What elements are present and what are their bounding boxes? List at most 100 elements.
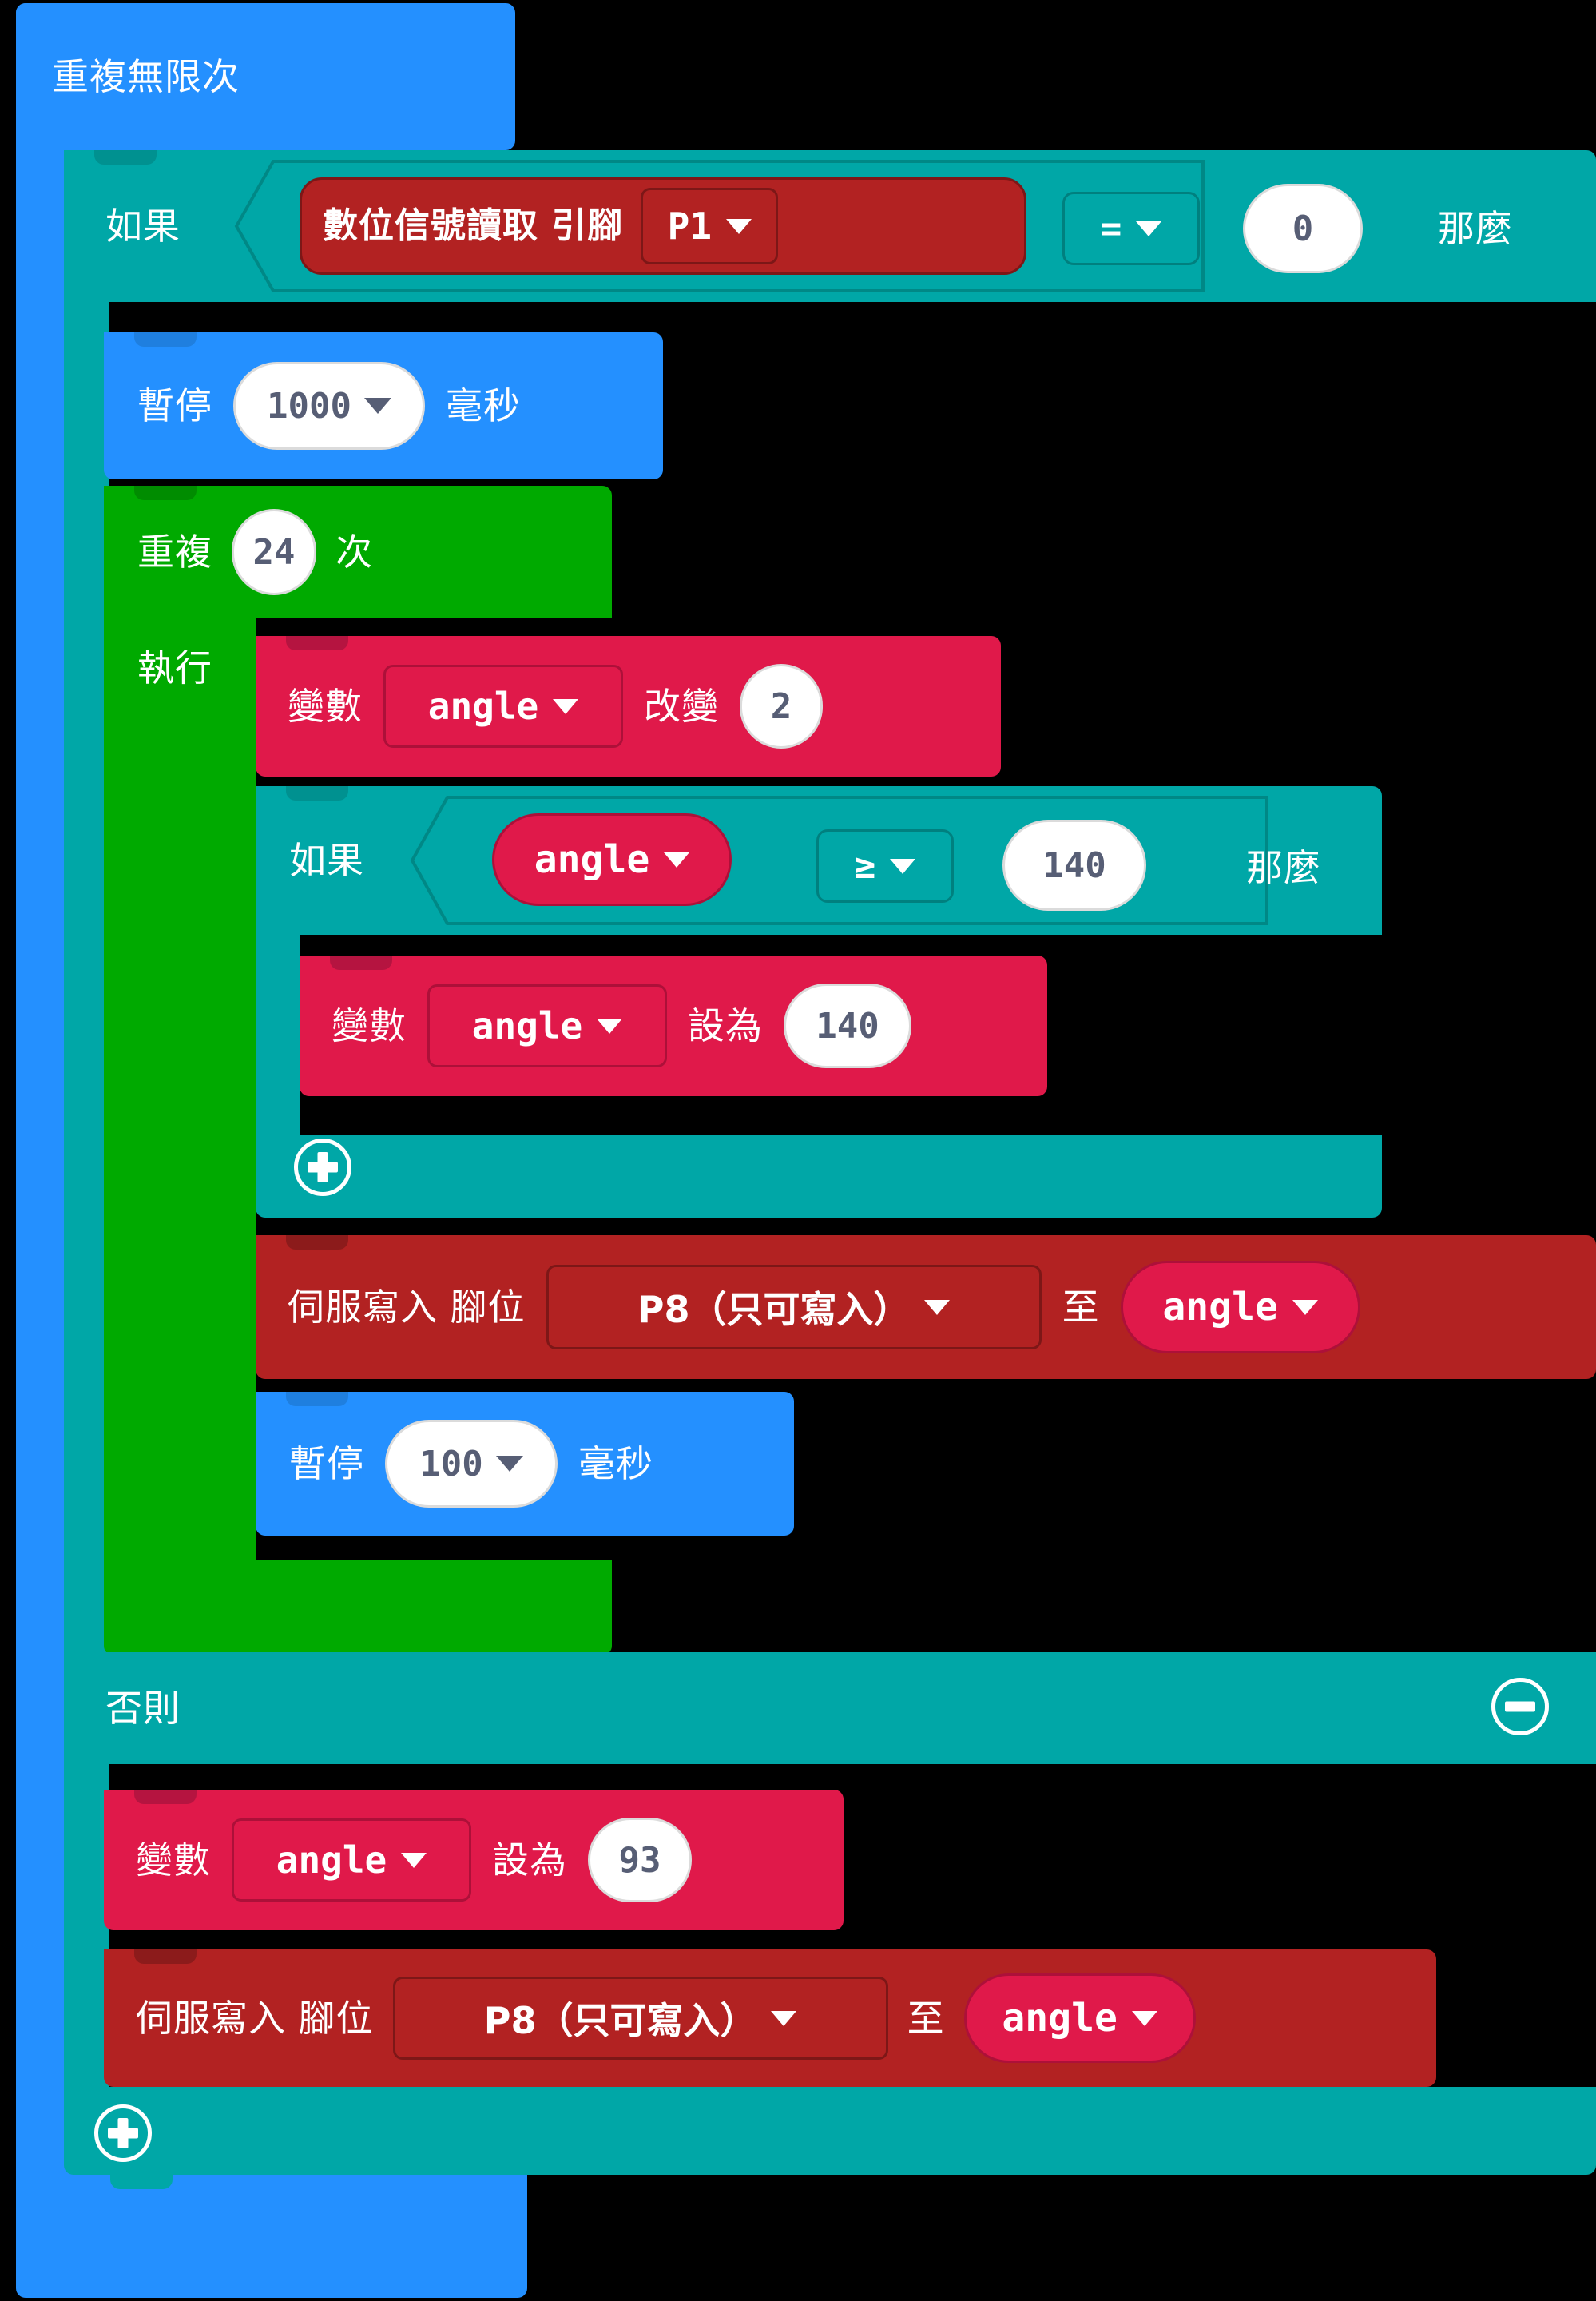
forever-block-left-spine[interactable]: [16, 3, 64, 2288]
else-block-header[interactable]: [64, 1652, 1596, 1764]
set-variable-notch-then: [330, 956, 392, 970]
servo-pin-value-then: P8（只可寫入）: [637, 1288, 911, 1331]
repeat-times-label: 次: [335, 531, 373, 574]
chevron-down-icon: [664, 852, 690, 868]
servo-pin-dropdown-then[interactable]: P8（只可寫入）: [546, 1265, 1042, 1349]
chevron-down-icon: [924, 1299, 951, 1315]
inner-comparison-operator-dropdown[interactable]: ≥: [816, 829, 954, 903]
inner-comparison-right-operand[interactable]: 140: [1002, 820, 1146, 911]
else-label: 否則: [105, 1687, 181, 1730]
inner-if-variable-name: angle: [534, 837, 650, 882]
chevron-down-icon: [890, 858, 916, 874]
chevron-down-icon: [771, 2010, 797, 2026]
chevron-down-icon: [1131, 2010, 1157, 2026]
change-variable-notch: [286, 636, 348, 650]
pause-block-2[interactable]: 暫停 100 毫秒: [256, 1392, 794, 1536]
if-header-content: 如果: [64, 150, 1596, 302]
set-variable-block-else[interactable]: 變數 angle 設為 93: [104, 1790, 844, 1930]
if-else-footer[interactable]: [64, 2087, 1596, 2175]
then-label-wrap: 那麼: [1438, 192, 1513, 265]
pause-duration-value-1: 1000: [267, 385, 351, 427]
digital-read-pin-value: P1: [667, 205, 713, 248]
forever-block-footer[interactable]: [16, 2157, 527, 2298]
servo-pin-value-else: P8（只可寫入）: [483, 1999, 757, 2042]
change-variable-amount: 2: [770, 686, 792, 727]
set-variable-name-dropdown-else[interactable]: angle: [232, 1818, 471, 1902]
change-variable-amount-field[interactable]: 2: [740, 664, 823, 749]
pause-block-1[interactable]: 暫停 1000 毫秒: [104, 332, 663, 479]
chevron-down-icon: [726, 218, 752, 234]
pause-block-1-notch: [134, 332, 197, 347]
if-else-bottom-bump: [110, 2175, 173, 2189]
pause-duration-field-2[interactable]: 100: [385, 1420, 558, 1508]
minus-circle-icon[interactable]: [1491, 1678, 1549, 1735]
servo-write-block-else[interactable]: 伺服寫入 腳位 P8（只可寫入） 至 angle: [104, 1949, 1436, 2087]
pause-block-2-notch: [286, 1392, 348, 1406]
repeat-label: 重複: [137, 531, 212, 574]
servo-write-label-then: 伺服寫入 腳位: [288, 1286, 526, 1329]
forever-block-header[interactable]: 重複無限次: [16, 3, 515, 150]
set-variable-action-else: 設為: [492, 1838, 567, 1882]
comparison-right-operand[interactable]: 0: [1243, 184, 1363, 273]
servo-angle-variable-then: angle: [1162, 1285, 1278, 1329]
repeat-footer: [104, 1560, 612, 1655]
change-variable-label: 變數: [288, 685, 363, 728]
inner-if-body-spine: [256, 935, 300, 1135]
pause-label-2: 暫停: [289, 1442, 364, 1485]
change-variable-action: 改變: [644, 685, 719, 728]
chevron-down-icon: [597, 1018, 623, 1034]
inner-comparison-operator-value: ≥: [854, 845, 876, 887]
repeat-do-label: 執行: [137, 646, 212, 690]
set-variable-value-then: 140: [816, 1005, 879, 1047]
chevron-down-icon: [363, 398, 391, 414]
then-label: 那麼: [1438, 207, 1513, 250]
digital-read-pin-dropdown[interactable]: P1: [641, 188, 779, 264]
pause-duration-field-1[interactable]: 1000: [233, 362, 425, 450]
inner-if-notch: [286, 786, 348, 801]
change-variable-block[interactable]: 變數 angle 改變 2: [256, 636, 1001, 777]
pause-unit-1: 毫秒: [446, 384, 521, 427]
chevron-down-icon: [1136, 221, 1162, 236]
else-branch-spine: [64, 1764, 109, 2100]
repeat-count-value: 24: [252, 531, 296, 573]
repeat-do-wrap: 執行: [104, 628, 212, 708]
servo-to-label-else: 至: [907, 1997, 945, 2040]
servo-pin-dropdown-else[interactable]: P8（只可寫入）: [392, 1977, 888, 2060]
chevron-down-icon: [401, 1852, 427, 1868]
set-variable-block-then[interactable]: 變數 angle 設為 140: [300, 956, 1047, 1096]
repeat-block-header[interactable]: [104, 486, 612, 618]
comparison-operator-value: =: [1100, 208, 1122, 249]
chevron-down-icon: [553, 698, 579, 714]
chevron-down-icon: [1292, 1299, 1318, 1315]
servo-angle-reporter-else[interactable]: angle: [963, 1973, 1196, 2063]
servo-write-block-then[interactable]: 伺服寫入 腳位 P8（只可寫入） 至 angle: [256, 1235, 1596, 1379]
inner-if-footer[interactable]: [256, 1135, 1382, 1218]
else-label-wrap: 否則: [64, 1652, 181, 1764]
inner-if-label-wrap: 如果: [256, 786, 364, 935]
set-variable-value-field-then[interactable]: 140: [784, 984, 911, 1068]
servo-write-notch-else: [134, 1949, 197, 1964]
repeat-header-content: 重複 24 次: [104, 486, 612, 618]
plus-circle-icon[interactable]: [294, 1139, 351, 1196]
repeat-count-field[interactable]: 24: [232, 509, 316, 595]
servo-write-label-else: 伺服寫入 腳位: [136, 1997, 374, 2040]
digital-read-block[interactable]: 數位信號讀取 引腳 P1: [300, 177, 1026, 275]
forever-label: 重複無限次: [52, 55, 240, 98]
if-else-notch-top: [94, 150, 157, 165]
servo-angle-reporter-then[interactable]: angle: [1120, 1261, 1360, 1353]
set-variable-name-dropdown-then[interactable]: angle: [427, 984, 667, 1067]
comparison-right-value: 0: [1292, 208, 1314, 249]
inner-if-variable-reporter[interactable]: angle: [492, 813, 732, 906]
set-variable-label-then: 變數: [332, 1004, 407, 1047]
set-variable-label-else: 變數: [136, 1838, 211, 1882]
set-variable-notch-else: [134, 1790, 197, 1804]
inner-if-label: 如果: [289, 839, 364, 882]
comparison-operator-dropdown[interactable]: =: [1062, 192, 1200, 265]
set-variable-value-field-else[interactable]: 93: [588, 1818, 692, 1902]
set-variable-value-else: 93: [618, 1839, 661, 1881]
pause-label-1: 暫停: [137, 384, 212, 427]
change-variable-name-dropdown[interactable]: angle: [383, 665, 623, 748]
plus-circle-icon-bottom[interactable]: [94, 2104, 152, 2162]
servo-write-notch-then: [286, 1235, 348, 1250]
